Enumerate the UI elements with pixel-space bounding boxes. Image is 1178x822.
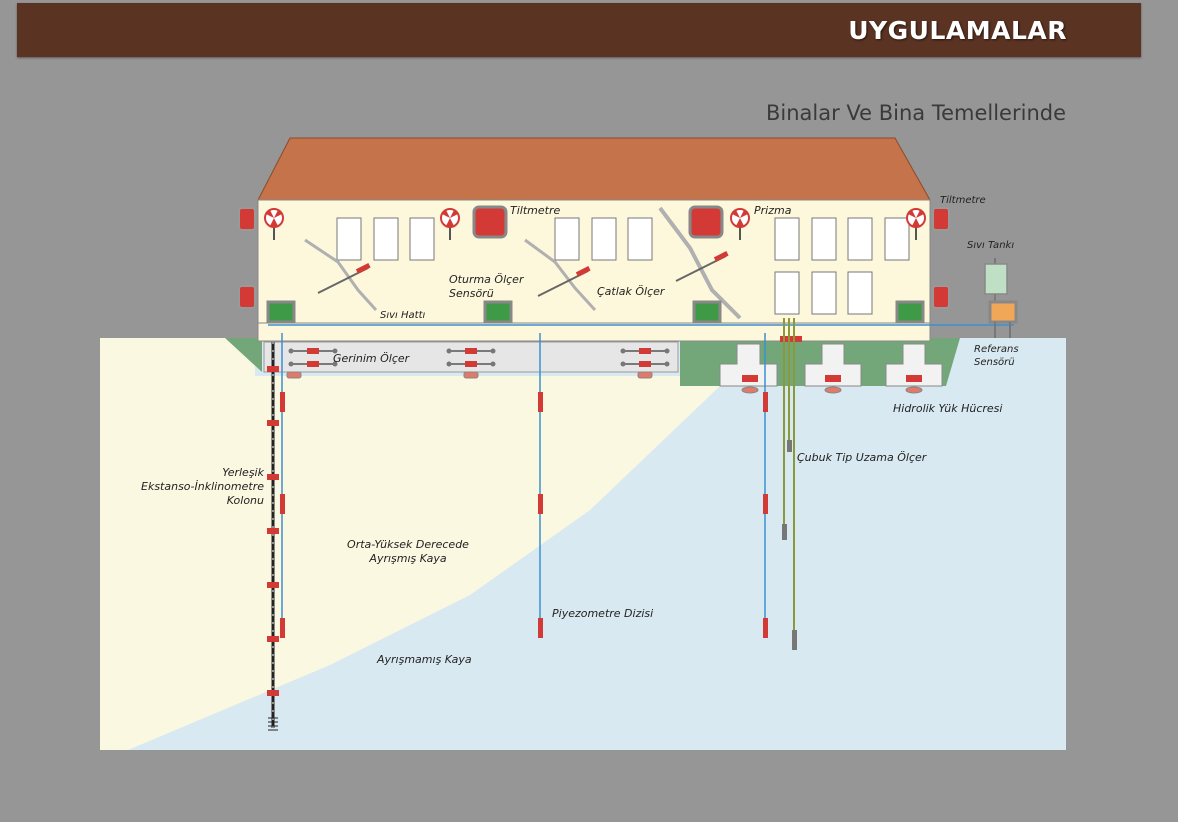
- window: [554, 217, 580, 261]
- footings: [719, 343, 943, 394]
- settlement-sensor-icon: [692, 300, 722, 324]
- strain-gauge-icon: [620, 348, 670, 354]
- piezometer-strings: [280, 333, 768, 638]
- header-title: UYGULAMALAR: [848, 16, 1067, 45]
- strain-gauge-icon: [288, 361, 338, 367]
- prism-icon: [264, 208, 284, 240]
- label-piyezometre: Piyezometre Dizisi: [552, 607, 653, 620]
- label-referans-line2: Sensörü: [974, 357, 1015, 368]
- tiltmeter-icon: [472, 205, 508, 239]
- tiltmeter-side-icon: [932, 285, 950, 309]
- rod-extensometer: [780, 318, 802, 650]
- label-tiltmetre-top: Tiltmetre: [510, 204, 560, 217]
- label-referans-line1: Referans: [974, 344, 1019, 355]
- tiltmeter-side-icon: [238, 285, 256, 309]
- windows: [336, 217, 910, 315]
- building-base: [257, 322, 931, 342]
- label-ayrismamis: Ayrışmamış Kaya: [376, 653, 472, 666]
- cracks: [304, 206, 742, 320]
- strain-beam-sensors: [286, 371, 653, 379]
- window: [811, 217, 837, 261]
- crack-meter-3: [658, 206, 742, 320]
- strain-gauge-icon: [288, 348, 338, 354]
- strain-gauge-icon: [620, 361, 670, 367]
- footing-2: [804, 343, 862, 394]
- extenso-inclinometer-column: [267, 342, 279, 731]
- window: [811, 271, 837, 315]
- label-yerlesik-line2: Ekstanso-İnklinometre: [141, 480, 264, 493]
- window: [409, 217, 435, 261]
- prism-icon: [730, 208, 750, 240]
- tiltmeter-side-icon: [932, 207, 950, 231]
- footing-3: [885, 343, 943, 394]
- weathered-rock-zone: [100, 338, 720, 750]
- label-tiltmetre-right: Tiltmetre: [940, 195, 986, 206]
- label-gerinim: Gerinim Ölçer: [333, 352, 411, 365]
- tiltmeter-icon: [688, 205, 724, 239]
- label-catlak: Çatlak Ölçer: [597, 285, 666, 298]
- window: [774, 271, 800, 315]
- tiltmeter-side-icon: [238, 207, 256, 231]
- page-subtitle: Binalar Ve Bina Temellerinde: [765, 101, 1066, 125]
- window: [373, 217, 399, 261]
- crack-meter-2: [524, 238, 597, 312]
- liquid-tank: [984, 258, 1008, 302]
- settlement-sensor-icon: [266, 300, 296, 324]
- label-orta-line1: Orta-Yüksek Derecede: [347, 538, 469, 551]
- window: [774, 217, 800, 261]
- prisms: [264, 208, 926, 240]
- label-yerlesik-line3: Kolonu: [227, 494, 264, 507]
- settlement-sensor-icon: [483, 300, 513, 324]
- window: [884, 217, 910, 261]
- window: [627, 217, 653, 261]
- prism-icon: [906, 208, 926, 240]
- label-oturma-line2: Sensörü: [449, 287, 494, 300]
- strain-beam: [263, 341, 679, 373]
- strain-gauge-icon: [446, 361, 496, 367]
- label-sivi-tanki: Sıvı Tankı: [967, 240, 1014, 251]
- settlement-sensor-icon: [895, 300, 925, 324]
- strain-gauges: [288, 348, 670, 367]
- label-oturma-line1: Oturma Ölçer: [449, 273, 525, 286]
- crack-meter-1: [304, 238, 378, 312]
- tiltmeters-side: [238, 207, 950, 309]
- window: [336, 217, 362, 261]
- building-roof: [257, 137, 931, 201]
- window: [591, 217, 617, 261]
- label-orta-line2: Ayrışmış Kaya: [368, 552, 446, 565]
- window: [847, 271, 873, 315]
- strain-gauge-icon: [446, 348, 496, 354]
- reference-sensor: [988, 300, 1018, 338]
- label-yerlesik-line1: Yerleşik: [222, 466, 264, 479]
- label-sivi-hatti: Sıvı Hattı: [380, 310, 425, 321]
- prism-icon: [440, 208, 460, 240]
- tiltmeters-wall: [472, 205, 724, 239]
- window: [847, 217, 873, 261]
- label-hidrolik: Hidrolik Yük Hücresi: [893, 402, 1002, 415]
- label-prizma: Prizma: [754, 204, 792, 217]
- berm-left: [225, 338, 262, 372]
- settlement-sensors: [266, 300, 925, 324]
- header-banner: UYGULAMALAR: [17, 3, 1141, 57]
- label-cubuk: Çubuk Tip Uzama Ölçer: [797, 451, 928, 464]
- footing-1: [719, 343, 778, 394]
